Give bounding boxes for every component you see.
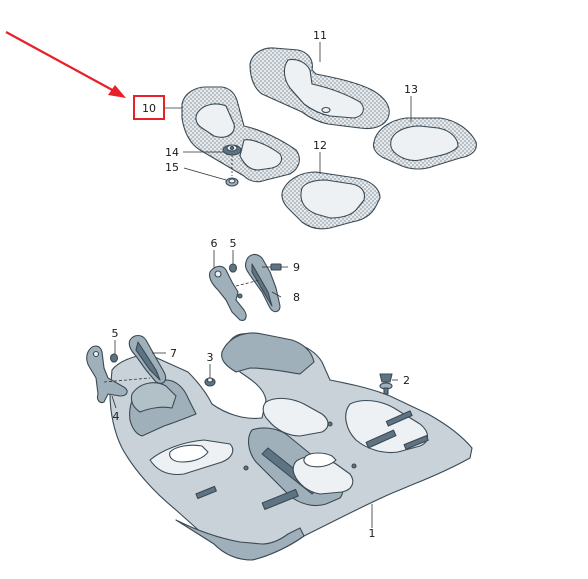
callout-7: 7 [170, 347, 177, 360]
floor-carpet [109, 332, 473, 561]
floor-mat-front-right [249, 47, 390, 130]
push-clip-part-2 [379, 373, 393, 395]
heel-pad-upper [244, 253, 281, 313]
callout-1: 1 [369, 527, 376, 540]
bracket-lower [86, 345, 128, 404]
callout-14: 14 [165, 146, 179, 159]
callout-11: 11 [313, 29, 327, 42]
callout-13: 13 [404, 83, 418, 96]
floor-mat-rear-right [372, 117, 477, 170]
heel-pad-lower [128, 334, 167, 384]
leader-lines [111, 42, 412, 528]
callout-9: 9 [293, 261, 300, 274]
callout-6: 6 [211, 237, 218, 250]
nut-upper [228, 263, 238, 273]
callout-15: 15 [165, 161, 179, 174]
bracket-upper [208, 265, 247, 321]
callout-3: 3 [207, 351, 214, 364]
mat-fixing-clip [222, 144, 242, 187]
floor-mat-front-left [181, 86, 300, 183]
highlight-box-part-10 [133, 95, 165, 120]
callout-8: 8 [293, 291, 300, 304]
callout-5-upper: 5 [230, 237, 237, 250]
callout-10: 10 [142, 102, 156, 115]
clip-part-3 [204, 377, 216, 387]
callout-labels: 10 11 12 13 14 15 6 5 9 8 5 7 3 2 4 1 [112, 29, 419, 540]
floor-mat-rear-left [281, 171, 381, 230]
callout-12: 12 [313, 139, 327, 152]
callout-2: 2 [403, 374, 410, 387]
nut-lower [109, 353, 119, 363]
callout-4: 4 [113, 410, 120, 423]
callout-5-lower: 5 [112, 327, 119, 340]
pointer-arrow [5, 31, 126, 98]
